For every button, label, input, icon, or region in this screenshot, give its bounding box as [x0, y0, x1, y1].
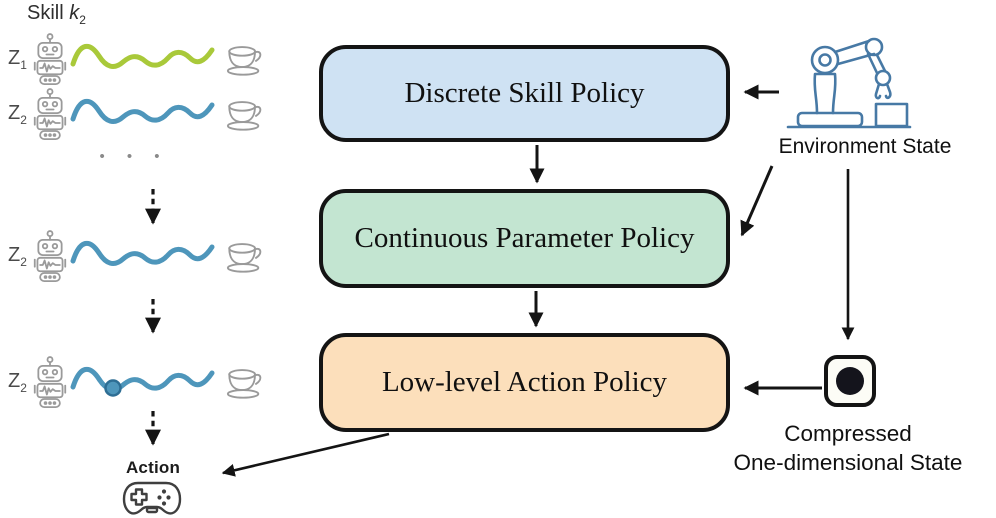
robot-icon	[33, 356, 67, 408]
robot-icon	[33, 230, 67, 282]
compressed-state-icon	[824, 355, 876, 407]
environment-state-label: Environment State	[778, 135, 952, 158]
discrete-skill-policy-box: Discrete Skill Policy	[319, 45, 730, 142]
continuous-parameter-policy-label: Continuous Parameter Policy	[354, 222, 695, 254]
skill-row-z2: Z2	[8, 88, 268, 140]
z1-label: Z1	[8, 46, 27, 72]
skill-row-z2-current: Z2	[8, 356, 268, 408]
robot-icon	[33, 33, 67, 85]
z2-label: Z2	[8, 101, 27, 127]
trajectory-wave	[70, 44, 215, 69]
discrete-skill-policy-label: Discrete Skill Policy	[404, 77, 645, 109]
robot-arm-icon	[786, 37, 912, 129]
trajectory-wave	[70, 99, 215, 124]
ellipsis: • • •	[99, 148, 169, 165]
trajectory-wave-with-point	[70, 367, 215, 397]
z2-label: Z2	[8, 369, 27, 395]
arrow-lowlevel-to-action	[221, 432, 390, 477]
arrow-env-to-continuous	[740, 165, 774, 237]
cup-icon	[226, 369, 262, 399]
robot-icon	[33, 88, 67, 140]
continuous-parameter-policy-box: Continuous Parameter Policy	[319, 189, 730, 288]
skill-row-z2-mid: Z2	[8, 230, 268, 282]
compressed-state-label: Compressed One-dimensional State	[733, 421, 963, 475]
skill-title: Skill k2	[27, 2, 86, 27]
cup-icon	[226, 101, 262, 131]
cup-icon	[226, 46, 262, 76]
gamepad-icon	[122, 481, 182, 515]
skill-row-z1: Z1	[8, 33, 268, 85]
low-level-action-policy-label: Low-level Action Policy	[381, 366, 668, 398]
z2-label: Z2	[8, 243, 27, 269]
action-label: Action	[125, 458, 181, 477]
sample-point	[104, 379, 122, 397]
trajectory-wave	[70, 241, 215, 266]
cup-icon	[226, 243, 262, 273]
low-level-action-policy-box: Low-level Action Policy	[319, 333, 730, 432]
compressed-state-dot	[836, 367, 864, 395]
